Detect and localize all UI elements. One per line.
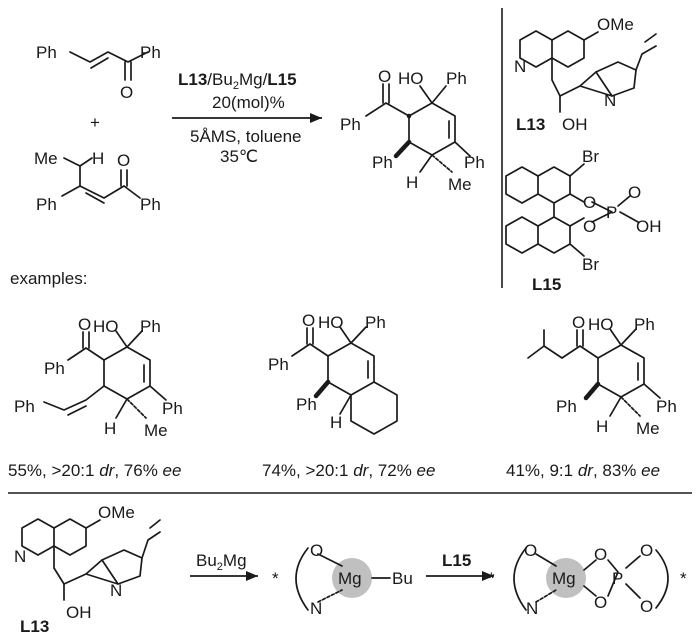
example-1-yield: 55%, >20:1 dr, 76% ee [8, 461, 181, 480]
product-ph-top: Ph [446, 69, 467, 88]
mech-o3: O [594, 545, 607, 564]
l13-n2: N [604, 91, 616, 110]
mech-o2: O [524, 541, 537, 560]
mech-l15-label: L15 [442, 551, 471, 570]
l15-br-top: Br [582, 147, 599, 166]
ex1-ph-top: Ph [140, 317, 161, 336]
r1-ph-right: Ph [140, 43, 161, 62]
ex3-ph-top: Ph [634, 315, 655, 334]
r1-ph-left: Ph [36, 43, 57, 62]
product-ph-right: Ph [464, 153, 485, 172]
l15-label: L15 [532, 275, 561, 294]
mech-mg1: Mg [338, 569, 362, 588]
product-ph-mid: Ph [372, 153, 393, 172]
ex1-ph-vinyl: Ph [14, 397, 35, 416]
mech-ome: OMe [98, 503, 135, 522]
mech-n1: N [14, 547, 26, 566]
r2-me: Me [34, 149, 58, 168]
mechanism-mg-phosphate-complex: * O Mg O P O O O N * [488, 541, 687, 618]
r2-ph-right: Ph [140, 195, 161, 214]
l13-oh: OH [562, 115, 588, 134]
conditions-temperature: 35℃ [220, 147, 258, 166]
example-3-yield: 41%, 9:1 dr, 83% ee [506, 461, 660, 480]
mech-n2: N [110, 581, 122, 600]
ex2-o: O [302, 311, 315, 330]
reactant-enone: Me H O Ph Ph [34, 149, 161, 214]
ex1-ph-right: Ph [162, 399, 183, 418]
mech-o4: O [594, 593, 607, 612]
conditions-solvent: 5ÅMS, toluene [190, 127, 302, 146]
ligand-l15-structure: Br O P O O OH Br L15 [505, 147, 662, 294]
example-3-structure: O HO Ph Ph Ph H Me [527, 313, 677, 438]
ex2-h: H [330, 413, 342, 432]
ex3-ph-left: Ph [556, 397, 577, 416]
mech-star-3: * [680, 569, 687, 588]
product-o: O [378, 67, 391, 86]
example-1-structure: O HO Ph Ph Ph Ph H Me [14, 315, 183, 440]
mechanism-l13-structure: OMe N N OH L13 [14, 503, 161, 636]
l13-ome: OMe [597, 15, 634, 34]
example-2-structure: O HO Ph Ph Ph H [268, 311, 398, 435]
r2-o: O [117, 151, 130, 170]
product-me: Me [448, 175, 472, 194]
l13-n1: N [514, 57, 526, 76]
mechanism-mg-bu-complex: * O Mg Bu N [272, 541, 413, 618]
l15-oh: OH [636, 217, 662, 236]
l15-o1: O [583, 193, 596, 212]
l13-label: L13 [516, 115, 545, 134]
ex1-h: H [104, 419, 116, 438]
mg-circle-2 [546, 558, 586, 598]
ex2-ph-top: Ph [365, 313, 386, 332]
l15-p: P [606, 203, 617, 222]
ex3-ph-right: Ph [656, 397, 677, 416]
reactant-chalcone: Ph Ph O [36, 43, 161, 102]
mech-o5: O [640, 541, 653, 560]
mech-star-2: * [488, 569, 495, 588]
l15-br-bottom: Br [582, 255, 599, 274]
mech-o6: O [640, 597, 653, 616]
mech-bu2mg: Bu2Mg [196, 551, 247, 573]
ex2-ph-low: Ph [296, 395, 317, 414]
ex2-ho: HO [318, 313, 344, 332]
ligand-l13-structure: OMe N N OH L13 [514, 15, 657, 134]
example-2-yield: 74%, >20:1 dr, 72% ee [262, 461, 435, 480]
conditions-catalyst: L13/Bu2Mg/L15 [178, 70, 297, 92]
l15-o3: O [583, 217, 596, 236]
product-h: H [406, 173, 418, 192]
ex3-o: O [572, 313, 585, 332]
conditions-loading: 20(mol)% [212, 93, 285, 112]
mech-mg2: Mg [552, 569, 576, 588]
mech-star-1: * [272, 569, 279, 588]
mech-oh: OH [66, 603, 92, 622]
plus-sign: + [90, 113, 100, 132]
product-structure: O HO Ph Ph Ph Ph H Me [340, 67, 485, 194]
r2-ph-left: Ph [36, 195, 57, 214]
r2-h: H [92, 149, 104, 168]
ex3-h: H [596, 417, 608, 436]
mechanism-arrow-2 [426, 571, 494, 581]
ex1-me: Me [144, 421, 168, 440]
reaction-arrow [172, 113, 322, 123]
ex3-me: Me [636, 419, 660, 438]
ex2-ph-left: Ph [268, 355, 289, 374]
mg-circle-1 [332, 558, 372, 598]
mech-o1: O [310, 541, 323, 560]
mech-l13-label: L13 [20, 617, 49, 636]
mechanism-arrow-1 [190, 571, 258, 581]
ex1-o: O [78, 315, 91, 334]
ex1-ho: HO [93, 317, 119, 336]
ex1-ph-left: Ph [44, 359, 65, 378]
l15-o2: O [628, 183, 641, 202]
examples-heading: examples: [10, 269, 87, 288]
mech-p: P [612, 569, 623, 588]
ex3-ho: HO [588, 315, 614, 334]
product-ph-left: Ph [340, 115, 361, 134]
mech-n3: N [310, 599, 322, 618]
product-ho: HO [398, 69, 424, 88]
mech-n4: N [526, 599, 538, 618]
mech-bu: Bu [392, 569, 413, 588]
r1-o: O [120, 83, 133, 102]
